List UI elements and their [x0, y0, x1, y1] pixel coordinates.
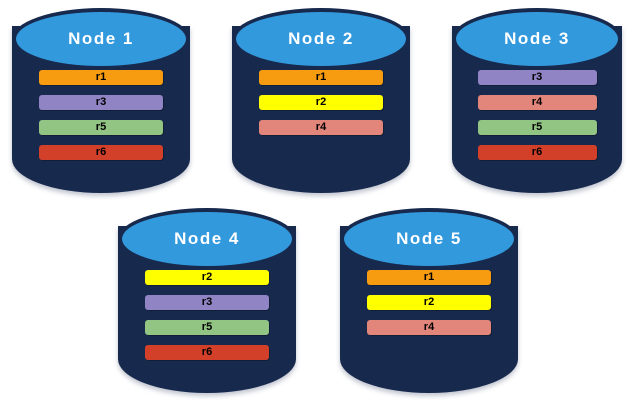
replica-bar[interactable]: r4 — [366, 320, 492, 335]
cylinder-top-rim: Node 4 — [118, 208, 296, 270]
cylinder-top-disc: Node 1 — [16, 12, 186, 66]
replica-bar[interactable]: r6 — [144, 345, 270, 360]
database-node[interactable]: Node 4 r2 r3 r5 r6 — [118, 208, 296, 393]
cylinder-top-disc: Node 4 — [122, 212, 292, 266]
replica-bar[interactable]: r2 — [258, 95, 384, 110]
replica-bar[interactable]: r6 — [477, 145, 597, 160]
replica-bar[interactable]: r3 — [144, 295, 270, 310]
replica-list: r1 r3 r5 r6 — [12, 70, 190, 160]
cylinder-top-rim: Node 3 — [452, 8, 622, 70]
replica-bar[interactable]: r3 — [38, 95, 164, 110]
cylinder-top-disc: Node 3 — [456, 12, 618, 66]
replica-bar[interactable]: r1 — [38, 70, 164, 85]
replica-bar[interactable]: r1 — [366, 270, 492, 285]
replica-bar[interactable]: r5 — [38, 120, 164, 135]
node-label: Node 3 — [504, 29, 570, 48]
replica-bar[interactable]: r4 — [258, 120, 384, 135]
cylinder-top-rim: Node 1 — [12, 8, 190, 70]
replica-list: r1 r2 r4 — [232, 70, 410, 135]
cylinder-top-rim: Node 5 — [340, 208, 518, 270]
replica-bar[interactable]: r6 — [38, 145, 164, 160]
node-label: Node 1 — [68, 29, 134, 48]
replica-list: r1 r2 r4 — [340, 270, 518, 335]
replica-bar[interactable]: r2 — [366, 295, 492, 310]
database-node[interactable]: Node 3 r3 r4 r5 r6 — [452, 8, 622, 193]
replica-bar[interactable]: r3 — [477, 70, 597, 85]
node-label: Node 4 — [174, 229, 240, 248]
cylinder-top-disc: Node 2 — [236, 12, 406, 66]
node-label: Node 2 — [288, 29, 354, 48]
replica-bar[interactable]: r5 — [144, 320, 270, 335]
replica-list: r3 r4 r5 r6 — [452, 70, 622, 160]
database-node[interactable]: Node 5 r1 r2 r4 — [340, 208, 518, 393]
cylinder-top-rim: Node 2 — [232, 8, 410, 70]
replica-bar[interactable]: r5 — [477, 120, 597, 135]
cylinder-top-disc: Node 5 — [344, 212, 514, 266]
replica-bar[interactable]: r4 — [477, 95, 597, 110]
database-node[interactable]: Node 1 r1 r3 r5 r6 — [12, 8, 190, 193]
database-node[interactable]: Node 2 r1 r2 r4 — [232, 8, 410, 193]
replica-bar[interactable]: r1 — [258, 70, 384, 85]
replica-bar[interactable]: r2 — [144, 270, 270, 285]
node-label: Node 5 — [396, 229, 462, 248]
replica-list: r2 r3 r5 r6 — [118, 270, 296, 360]
